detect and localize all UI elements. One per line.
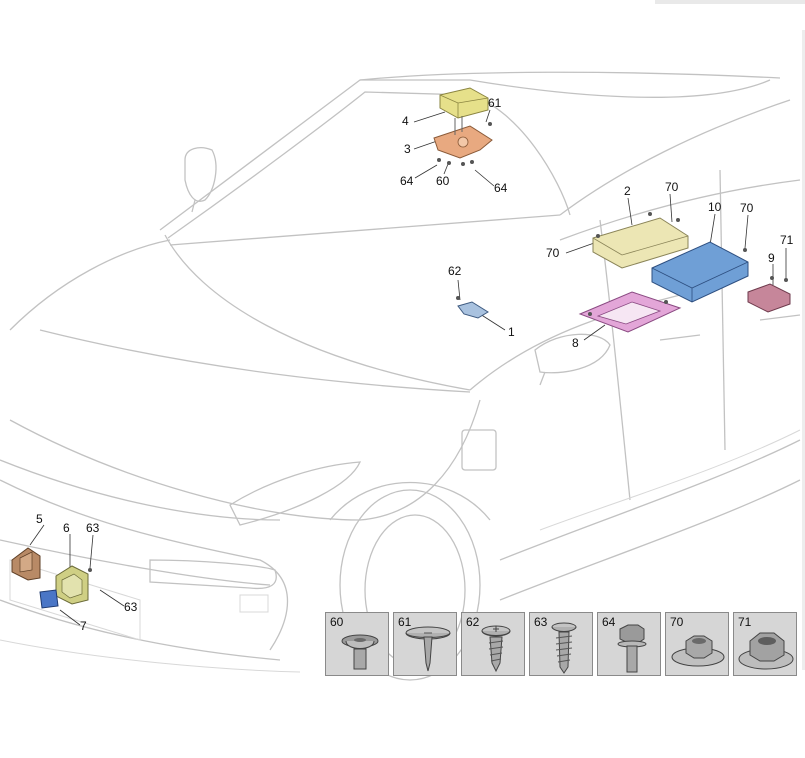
fastener-number: 60 bbox=[330, 615, 344, 629]
callout-61: 61 bbox=[488, 96, 502, 110]
module-10 bbox=[651, 241, 749, 303]
large-flange-nut-icon bbox=[738, 632, 794, 670]
bracket-5 bbox=[11, 547, 41, 581]
callout-60: 60 bbox=[436, 174, 450, 188]
module-4 bbox=[439, 87, 489, 119]
fastener-tile-71: 71 bbox=[733, 612, 797, 676]
fastener-tile-60: 60 bbox=[325, 612, 389, 676]
component-1 bbox=[456, 296, 489, 319]
hex-bolt-icon bbox=[617, 624, 647, 673]
fastener-tile-63: 63 bbox=[529, 612, 593, 676]
fastener-number: 61 bbox=[398, 615, 412, 629]
callout-7: 7 bbox=[80, 619, 87, 633]
callout-1: 1 bbox=[508, 325, 515, 339]
flange-bolt-icon bbox=[341, 634, 379, 670]
callout-71: 71 bbox=[780, 233, 794, 247]
callout-64-top-left: 64 bbox=[400, 174, 414, 188]
fastener-tile-61: 61 bbox=[393, 612, 457, 676]
callout-4: 4 bbox=[402, 114, 409, 128]
callout-6: 6 bbox=[63, 521, 70, 535]
fastener-tile-62: 62 bbox=[461, 612, 525, 676]
fastener-number: 64 bbox=[602, 615, 616, 629]
callout-10: 10 bbox=[708, 200, 722, 214]
fastener-tile-64: 64 bbox=[597, 612, 661, 676]
callout-70-a: 70 bbox=[665, 180, 679, 194]
callout-63-bottom: 63 bbox=[124, 600, 138, 614]
top-edge-strip bbox=[655, 0, 805, 4]
callout-8: 8 bbox=[572, 336, 579, 350]
callout-5: 5 bbox=[36, 512, 43, 526]
bracket-3 bbox=[433, 116, 493, 166]
callout-64-top-right: 64 bbox=[494, 181, 508, 195]
fastener-tile-70: 70 bbox=[665, 612, 729, 676]
fastener-number: 71 bbox=[738, 615, 752, 629]
module-9 bbox=[747, 276, 791, 313]
coarse-thread-screw-icon bbox=[551, 622, 577, 674]
module-7 bbox=[39, 589, 59, 609]
callout-2: 2 bbox=[624, 184, 631, 198]
flange-nut-icon bbox=[671, 635, 725, 667]
right-edge-strip bbox=[802, 30, 805, 670]
callout-9: 9 bbox=[768, 251, 775, 265]
bracket-8 bbox=[578, 291, 682, 333]
callout-3: 3 bbox=[404, 142, 411, 156]
fastener-number: 62 bbox=[466, 615, 480, 629]
sheet-metal-screw-icon bbox=[405, 626, 451, 672]
module-2 bbox=[592, 212, 689, 269]
callout-62: 62 bbox=[448, 264, 462, 278]
callout-63-top: 63 bbox=[86, 521, 100, 535]
fastener-number: 63 bbox=[534, 615, 548, 629]
callout-70-b: 70 bbox=[740, 201, 754, 215]
fastener-number: 70 bbox=[670, 615, 684, 629]
self-tapping-screw-icon bbox=[481, 625, 511, 673]
module-6 bbox=[55, 565, 92, 605]
callout-70-c: 70 bbox=[546, 246, 560, 260]
